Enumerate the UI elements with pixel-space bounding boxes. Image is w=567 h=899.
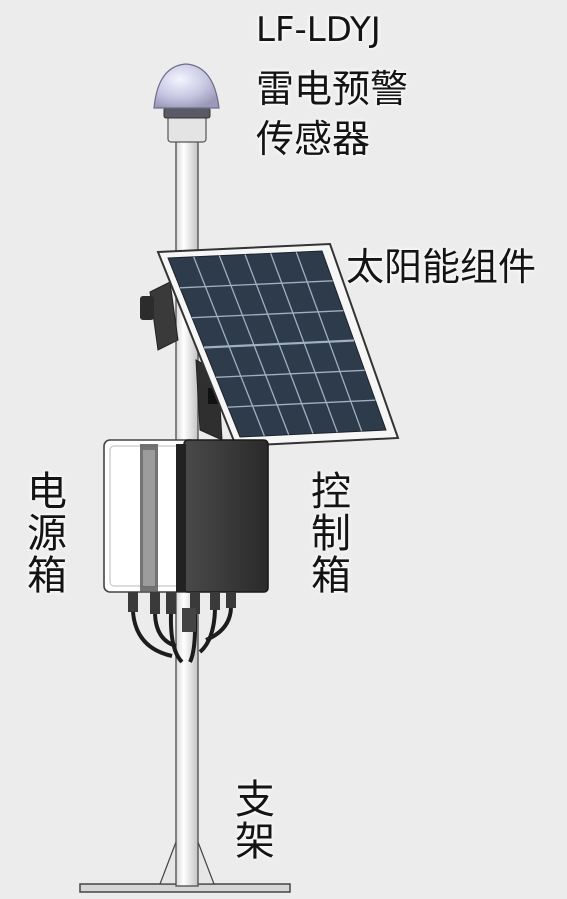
- cable-assembly: [128, 592, 236, 664]
- power-box-label: 电源箱: [20, 470, 66, 596]
- solar-panel-label: 太阳能组件: [346, 245, 537, 289]
- sensor-label-line1: 雷电预警: [256, 67, 409, 111]
- stand-label: 支架: [228, 778, 274, 862]
- model-label: LF-LDYJ: [256, 10, 381, 50]
- cable-clamp: [182, 608, 196, 632]
- lightning-sensor: [153, 63, 220, 143]
- solar-panel: [156, 242, 400, 448]
- sensor-label-line2: 传感器: [256, 117, 371, 161]
- control-box-label: 控制箱: [304, 470, 350, 596]
- control-box: [176, 439, 269, 593]
- power-box: [103, 439, 197, 593]
- panel-cell-grid: [179, 251, 376, 437]
